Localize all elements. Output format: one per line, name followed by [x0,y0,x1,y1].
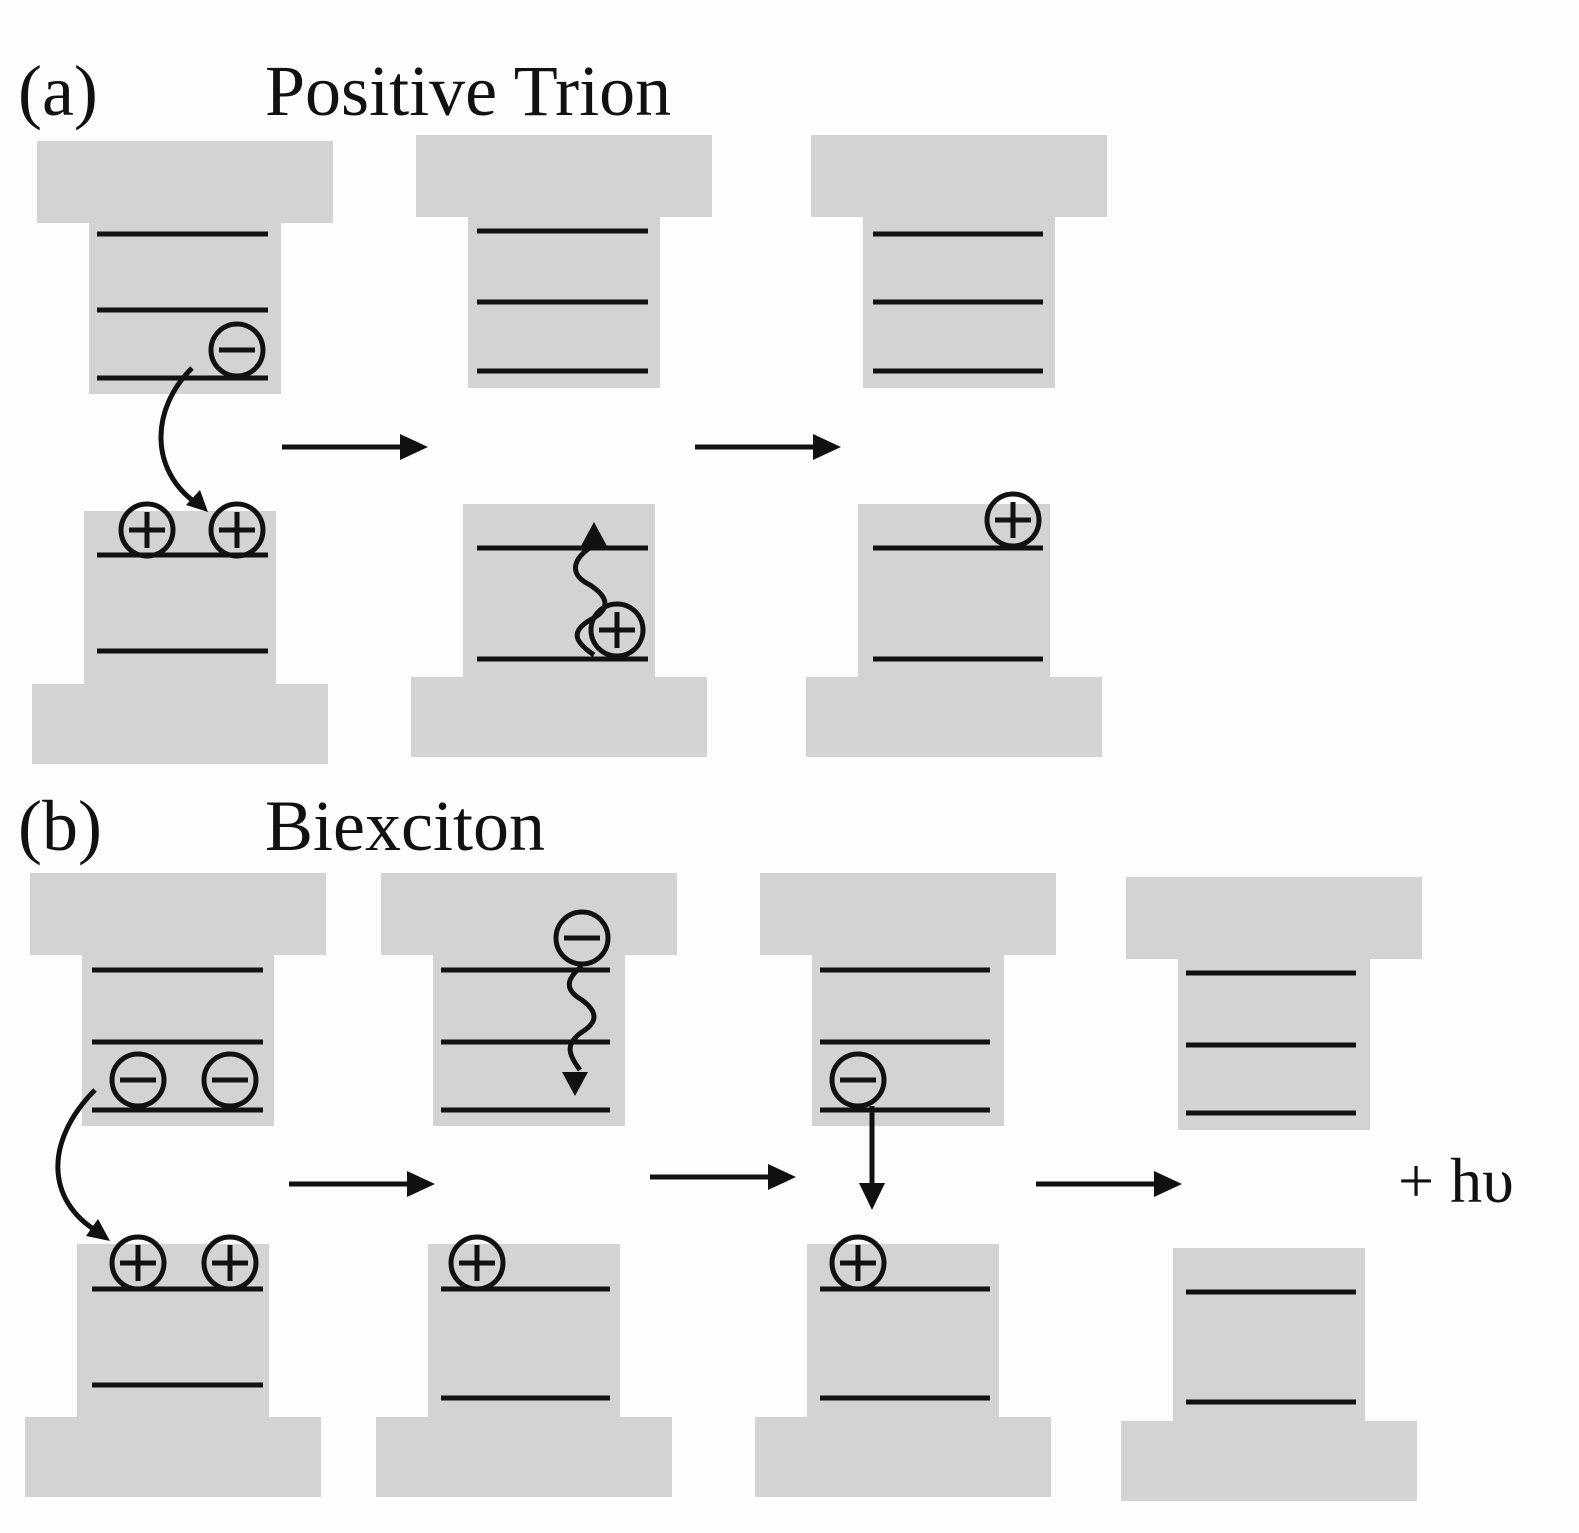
arrow-right-icon [289,1171,435,1197]
dot-a2 [411,135,712,757]
dot-a1 [32,141,333,764]
dot-b1 [25,873,326,1497]
arrow-right-icon [282,434,428,460]
curved-arrow-icon [55,1088,100,1235]
wavy-arrow-icon [573,542,608,658]
photon-label: + hυ [1398,1145,1514,1216]
dot-a3 [806,135,1107,757]
arrow-right-icon [1036,1171,1182,1197]
panel-b-label: (b) [18,786,102,866]
dot-b4 [1121,877,1422,1501]
arrow-right-icon [695,434,841,460]
panel-a-label: (a) [18,51,98,131]
panel-a-title: Positive Trion [265,51,671,131]
dot-b3 [755,873,1056,1497]
wavy-arrow-icon [566,964,597,1072]
dot-b2 [376,873,677,1497]
arrow-right-icon [650,1164,796,1190]
curved-arrow-icon [158,366,198,506]
panel-b-title: Biexciton [265,786,545,866]
